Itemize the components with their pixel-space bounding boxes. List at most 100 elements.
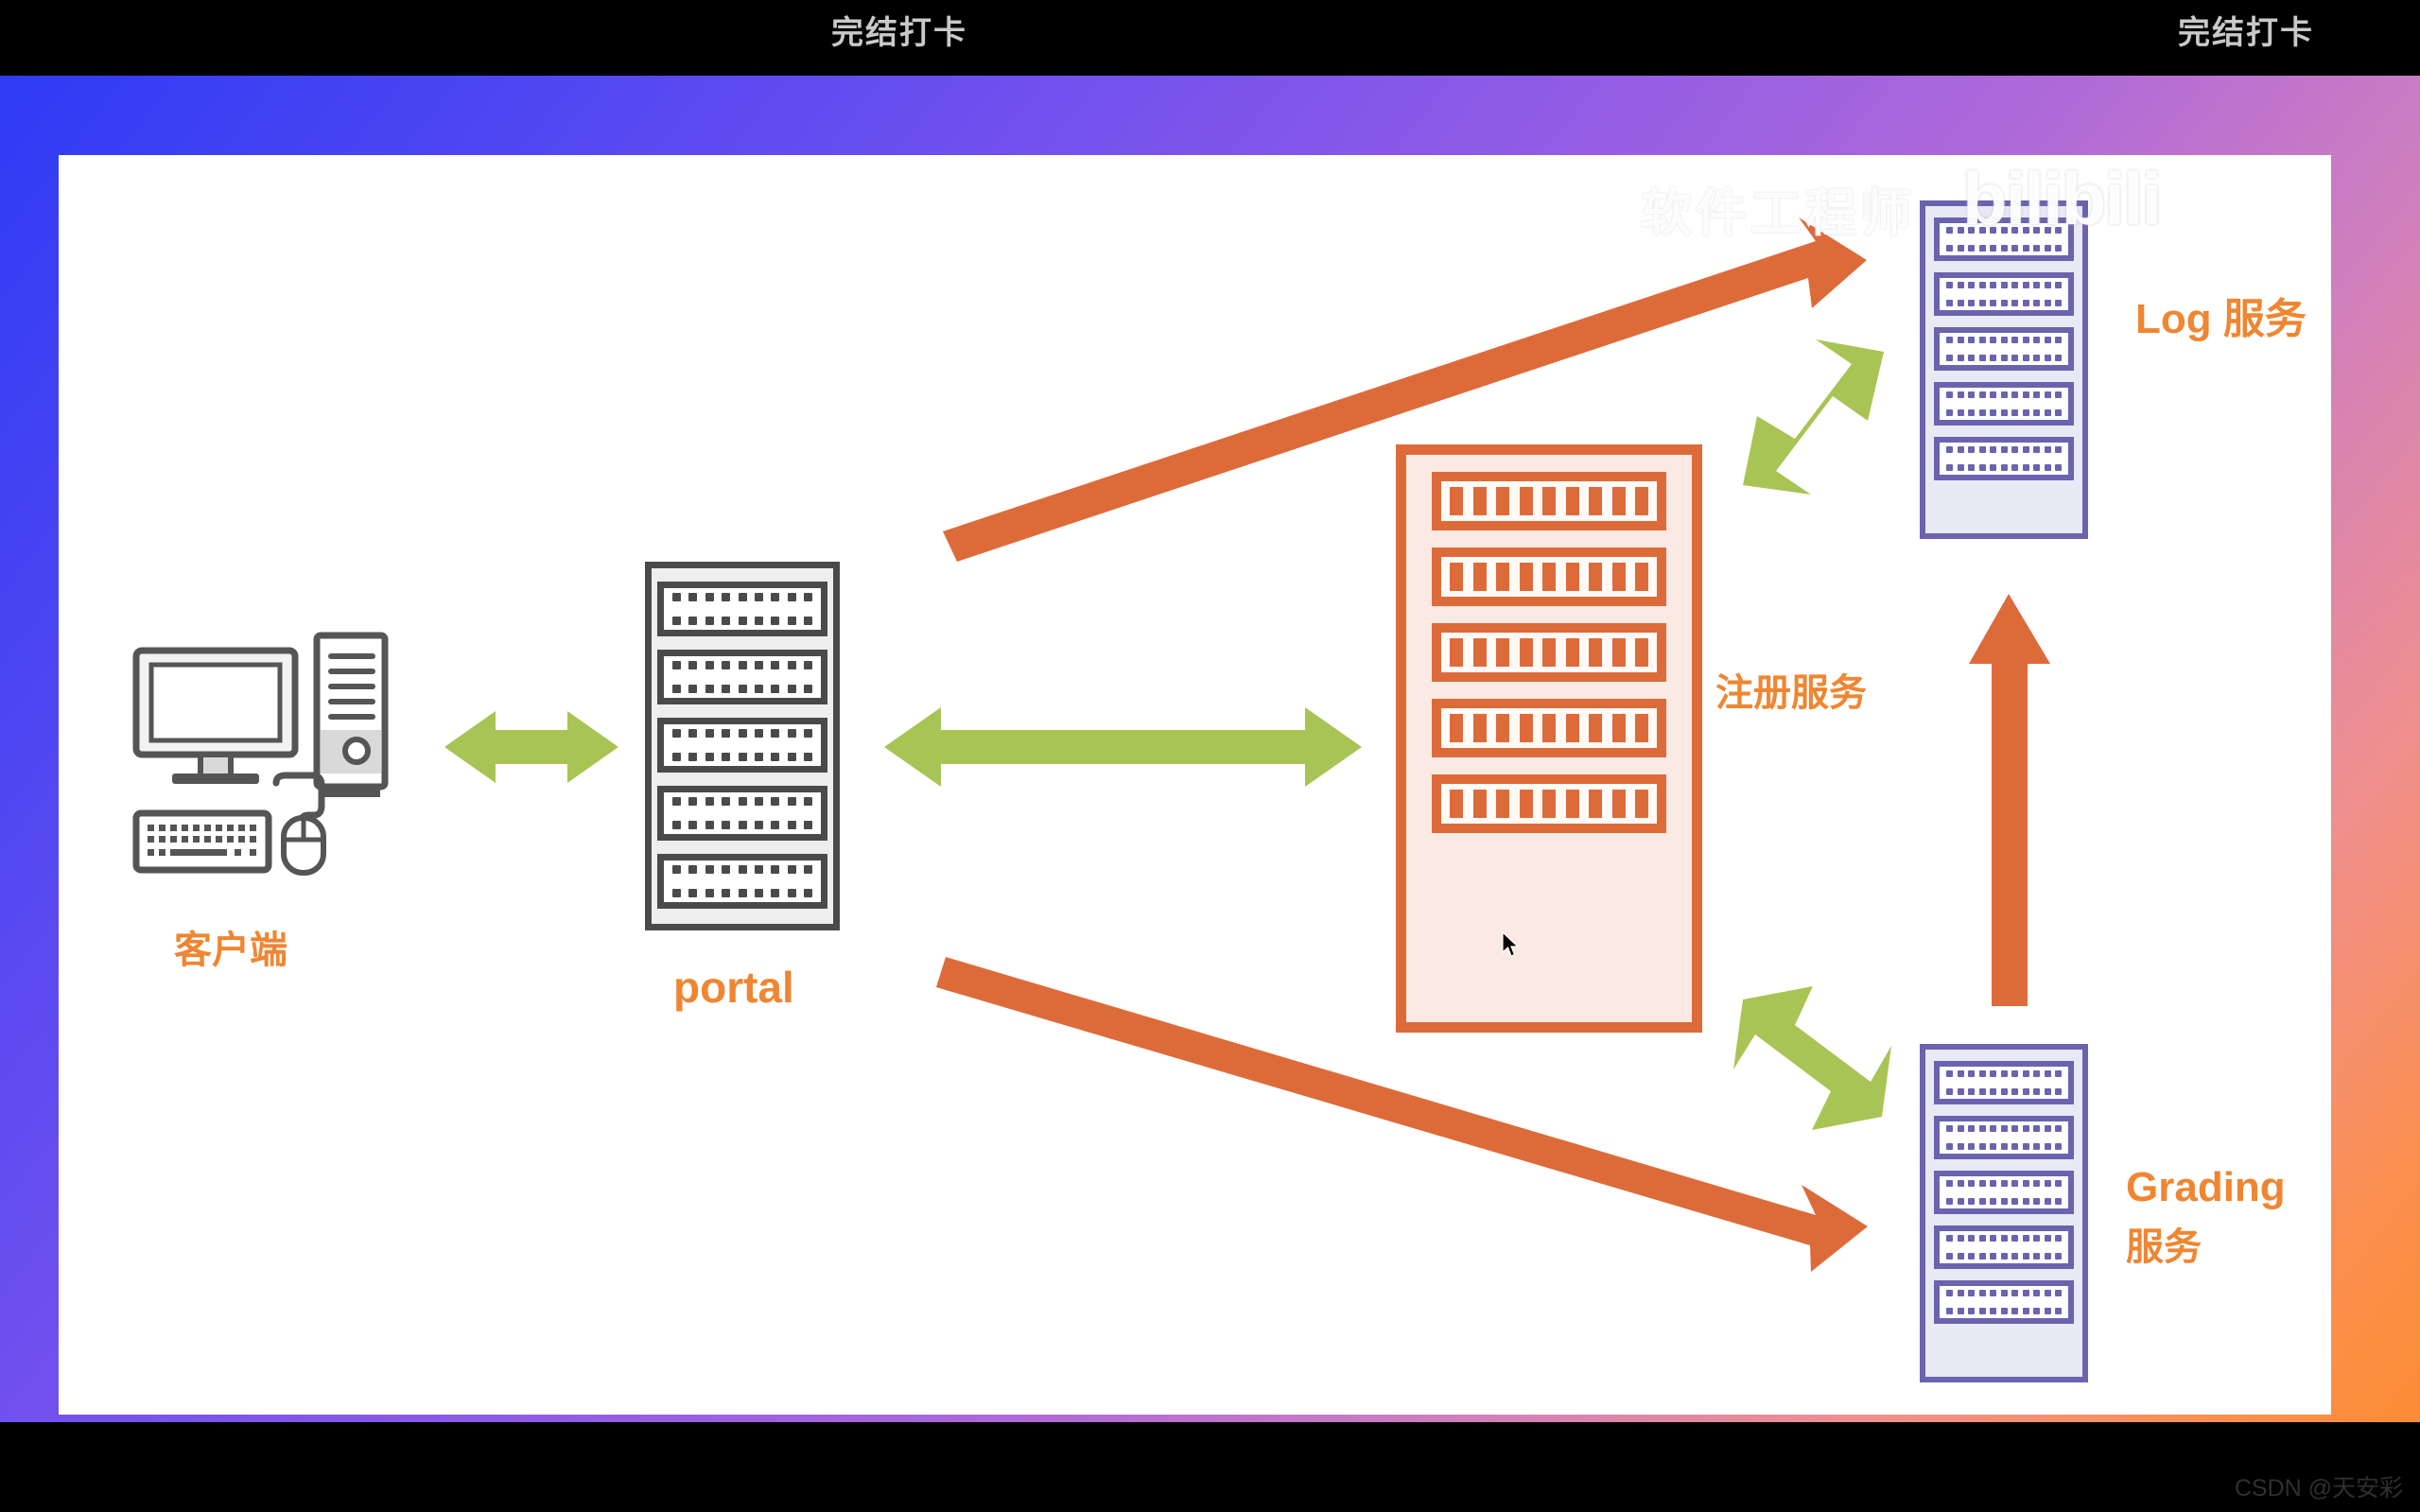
registry-indicator-bar bbox=[1542, 790, 1556, 818]
portal-indicator-dot bbox=[705, 685, 714, 693]
grading-indicator-dot bbox=[2055, 1180, 2062, 1187]
log-indicator-dot bbox=[2033, 282, 2040, 288]
grading-indicator-dot bbox=[2044, 1253, 2051, 1260]
log-indicator-dot bbox=[2033, 227, 2040, 234]
grading-indicator-dot bbox=[1968, 1235, 1975, 1242]
log-indicator-dot bbox=[2044, 300, 2051, 306]
portal-indicator-dot bbox=[688, 865, 698, 874]
portal-indicator-dot bbox=[787, 593, 796, 601]
portal-indicator-dot bbox=[688, 617, 698, 625]
registry-indicator-bar bbox=[1635, 790, 1648, 818]
registry-indicator-bar bbox=[1472, 790, 1487, 818]
grading-indicator-dot bbox=[1990, 1198, 1996, 1205]
grading-indicator-dot bbox=[1990, 1180, 1996, 1187]
registry-indicator-bar bbox=[1565, 563, 1579, 591]
grading-indicator-dot bbox=[2022, 1253, 2029, 1260]
log-indicator-dot bbox=[2000, 300, 2008, 306]
portal-indicator-dot bbox=[787, 889, 796, 897]
portal-slot bbox=[657, 718, 827, 773]
registry-indicator-bar bbox=[1611, 638, 1626, 667]
log-indicator-dot bbox=[2011, 227, 2018, 234]
log-indicator-dot bbox=[2000, 464, 2008, 471]
registry-indicator-bar bbox=[1519, 790, 1533, 818]
log-indicator-dot bbox=[2055, 337, 2062, 343]
registry-indicator-bar bbox=[1519, 563, 1533, 591]
grading-indicator-dot bbox=[2055, 1088, 2062, 1095]
log-indicator-dot bbox=[2000, 282, 2008, 288]
log-indicator-dot bbox=[1946, 227, 1953, 234]
grading-server-rack bbox=[1920, 1044, 2088, 1382]
portal-indicator-dot bbox=[738, 821, 747, 829]
grading-indicator-dot bbox=[2022, 1290, 2029, 1296]
grading-indicator-dot bbox=[1946, 1308, 1953, 1314]
grading-indicator-dot bbox=[2000, 1070, 2008, 1077]
log-indicator-dot bbox=[1968, 464, 1975, 471]
log-indicator-dot bbox=[2033, 300, 2040, 306]
log-indicator-dot bbox=[1990, 245, 1996, 252]
registry-indicator-bar bbox=[1589, 714, 1602, 742]
grading-slot bbox=[1934, 1171, 2074, 1214]
grading-indicator-dot bbox=[2044, 1290, 2051, 1296]
portal-indicator-dot bbox=[804, 617, 812, 625]
log-indicator-dot bbox=[2000, 391, 2008, 398]
grading-slot bbox=[1934, 1116, 2074, 1159]
portal-indicator-dot bbox=[804, 753, 812, 761]
grading-indicator-dot bbox=[1990, 1235, 1996, 1242]
log-indicator-dot bbox=[2044, 446, 2051, 453]
log-indicator-dot bbox=[2022, 464, 2029, 471]
grading-indicator-dot bbox=[2044, 1070, 2051, 1077]
grading-indicator-dot bbox=[2044, 1308, 2051, 1314]
portal-indicator-dot bbox=[754, 593, 763, 601]
log-indicator-dot bbox=[2055, 464, 2062, 471]
registry-indicator-bar bbox=[1472, 638, 1487, 667]
registry-indicator-bar bbox=[1472, 563, 1487, 591]
portal-indicator-dot bbox=[738, 617, 747, 625]
label-portal: portal bbox=[673, 963, 794, 1012]
grading-indicator-dot bbox=[2011, 1143, 2018, 1150]
grading-indicator-dot bbox=[2033, 1198, 2040, 1205]
grading-indicator-dot bbox=[1957, 1308, 1964, 1314]
registry-indicator-bar bbox=[1542, 638, 1556, 667]
portal-indicator-dot bbox=[754, 617, 763, 625]
grading-indicator-dot bbox=[1978, 1235, 1986, 1242]
log-indicator-dot bbox=[1978, 227, 1986, 234]
log-indicator-dot bbox=[1968, 245, 1975, 252]
registry-indicator-bar bbox=[1519, 638, 1533, 667]
portal-indicator-dot bbox=[688, 821, 698, 829]
grading-indicator-dot bbox=[1990, 1253, 1996, 1260]
log-indicator-dot bbox=[2011, 391, 2018, 398]
grading-indicator-dot bbox=[1957, 1070, 1964, 1077]
grading-indicator-dot bbox=[2055, 1308, 2062, 1314]
grading-indicator-dot bbox=[2033, 1070, 2040, 1077]
grading-indicator-dot bbox=[1957, 1143, 1964, 1150]
portal-indicator-dot bbox=[688, 889, 698, 897]
log-indicator-dot bbox=[2011, 446, 2018, 453]
grading-indicator-dot bbox=[2022, 1070, 2029, 1077]
grading-indicator-dot bbox=[1946, 1253, 1953, 1260]
grading-indicator-dot bbox=[2011, 1088, 2018, 1095]
grading-indicator-dot bbox=[2033, 1088, 2040, 1095]
log-indicator-dot bbox=[1978, 391, 1986, 398]
log-indicator-dot bbox=[2044, 245, 2051, 252]
log-indicator-dot bbox=[1968, 337, 1975, 343]
grading-indicator-dot bbox=[2044, 1198, 2051, 1205]
grading-indicator-dot bbox=[2033, 1253, 2040, 1260]
grading-indicator-dot bbox=[1978, 1088, 1986, 1095]
log-indicator-dot bbox=[1990, 391, 1996, 398]
registry-server-rack bbox=[1396, 444, 1702, 1033]
grading-indicator-dot bbox=[2000, 1125, 2008, 1132]
registry-indicator-bar bbox=[1472, 714, 1487, 742]
grading-indicator-dot bbox=[2033, 1180, 2040, 1187]
portal-indicator-dot bbox=[804, 661, 812, 669]
grading-indicator-dot bbox=[1968, 1125, 1975, 1132]
portal-indicator-dot bbox=[738, 865, 747, 874]
portal-indicator-dot bbox=[688, 685, 698, 693]
grading-indicator-dot bbox=[1957, 1180, 1964, 1187]
log-indicator-dot bbox=[2011, 409, 2018, 416]
registry-indicator-bar bbox=[1611, 487, 1626, 515]
grading-indicator-dot bbox=[2011, 1198, 2018, 1205]
grading-indicator-dot bbox=[1978, 1198, 1986, 1205]
topbar-label-left: 完结打卡 bbox=[831, 15, 967, 51]
portal-indicator-dot bbox=[771, 753, 780, 761]
